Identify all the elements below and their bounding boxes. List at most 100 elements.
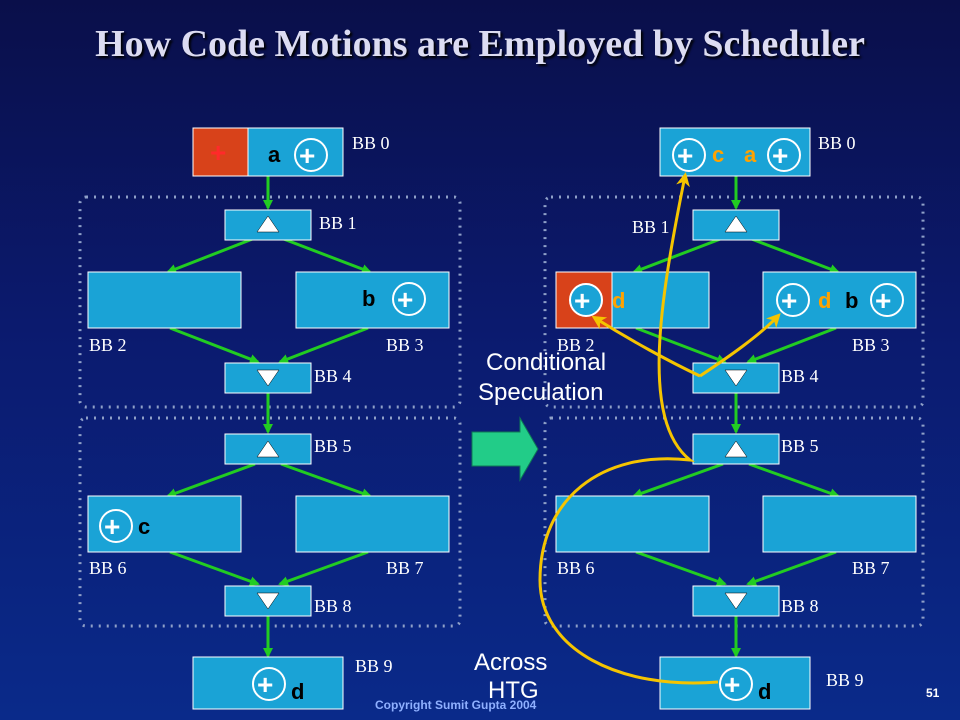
left-plus-b-icon (392, 282, 426, 316)
edge-l-7-8 (278, 550, 369, 586)
right-bb6-block (555, 495, 710, 553)
svg-text:+: + (257, 669, 273, 700)
left-plus-c-icon (99, 509, 133, 543)
right-bb2-label: BB 2 (557, 335, 595, 355)
annot-conditional: Conditional (486, 349, 606, 376)
right-bb1-if-icon (724, 215, 748, 233)
edge-l-5-6 (166, 462, 256, 498)
annot-speculation: Speculation (478, 379, 603, 406)
left-bb6-label: BB 6 (89, 558, 127, 578)
svg-text:+: + (677, 140, 693, 171)
right-bb4-join-icon (724, 369, 748, 387)
left-plus-a-icon (294, 138, 328, 172)
svg-text:+: + (772, 140, 788, 171)
edge-l-1-2 (166, 236, 256, 274)
annot-across: Across (474, 649, 547, 676)
left-bb8-join-icon (256, 592, 280, 610)
left-bb7-label: BB 7 (386, 558, 424, 578)
right-plus-d3-icon (776, 283, 810, 317)
right-var-a: a (744, 142, 757, 167)
left-bb4-block (224, 362, 312, 394)
right-bb3-label: BB 3 (852, 335, 890, 355)
right-region-upper (543, 195, 925, 409)
left-bb0-label: BB 0 (352, 133, 390, 153)
left-bb1-if-icon (256, 215, 280, 233)
right-region-lower (543, 416, 925, 628)
svg-text:+: + (724, 669, 740, 700)
svg-text:+: + (781, 285, 797, 316)
svg-text:+: + (397, 284, 413, 315)
left-region-lower (78, 416, 462, 628)
right-var-c: c (712, 142, 724, 167)
left-bb5-if-icon (256, 440, 280, 458)
page-title: How Code Motions are Employed by Schedul… (95, 23, 865, 65)
left-bb7-block (295, 495, 450, 553)
left-var-c: c (138, 514, 150, 539)
edge-r-6-8 (635, 550, 727, 586)
right-graph: + c a + BB 0 BB 1 + d BB 2 + d b + BB 3 … (543, 127, 925, 710)
edge-r-1-3 (748, 236, 840, 274)
right-bb9-label: BB 9 (826, 670, 864, 690)
right-var-d3: d (818, 288, 831, 313)
left-bb2-block (87, 271, 242, 329)
right-plus-d9-icon (719, 667, 753, 701)
edge-l-6-8 (169, 550, 260, 586)
svg-text:+: + (299, 140, 315, 171)
left-bb1-label: BB 1 (319, 213, 357, 233)
left-bb4-label: BB 4 (314, 366, 352, 386)
edge-r-7-8 (746, 550, 837, 586)
right-plus-d2-icon (569, 283, 603, 317)
right-bb5-label: BB 5 (781, 436, 819, 456)
edge-r-5-6 (632, 462, 724, 498)
right-var-d2: d (612, 288, 625, 313)
left-region-upper (78, 195, 462, 409)
edge-r-2-4 (635, 326, 727, 364)
left-bb9-label: BB 9 (355, 656, 393, 676)
right-bb1-label: BB 1 (632, 217, 670, 237)
left-bb0-op-cell (192, 127, 249, 177)
left-var-a: a (268, 142, 281, 167)
right-bb7-block (762, 495, 917, 553)
speculation-arrow-bb2 (591, 315, 701, 378)
edge-r-1-2 (632, 236, 724, 274)
right-bb0-label: BB 0 (818, 133, 856, 153)
right-plus-b-icon (870, 283, 904, 317)
right-plus-c-icon (672, 138, 706, 172)
edge-l-1-3 (280, 236, 372, 274)
svg-text:+: + (875, 285, 891, 316)
right-bb7-label: BB 7 (852, 558, 890, 578)
speculation-arrow-bb3 (699, 313, 781, 378)
right-plus-a-icon (767, 138, 801, 172)
left-bb3-block (295, 271, 450, 329)
right-var-d9: d (758, 679, 771, 704)
right-bb8-label: BB 8 (781, 596, 819, 616)
right-bb4-label: BB 4 (781, 366, 819, 386)
right-bb8-join-icon (724, 592, 748, 610)
copyright-footer: Copyright Sumit Gupta 2004 (375, 698, 537, 712)
left-plus-d-icon (252, 667, 286, 701)
left-var-d: d (291, 679, 304, 704)
left-bb4-join-icon (256, 369, 280, 387)
left-bb2-label: BB 2 (89, 335, 127, 355)
left-bb0-op: + (210, 137, 226, 168)
across-htg-arrow (538, 172, 719, 685)
annot-htg: HTG (488, 677, 539, 704)
edge-l-5-7 (280, 462, 372, 498)
edge-l-2-4 (169, 326, 260, 364)
left-graph: + a + BB 0 BB 1 BB 2 b + BB 3 BB 4 BB 5 … (78, 127, 462, 710)
edge-r-3-4 (746, 326, 837, 364)
svg-text:+: + (574, 285, 590, 316)
edge-r-5-7 (748, 462, 840, 498)
page-number: 51 (926, 686, 940, 700)
left-bb3-label: BB 3 (386, 335, 424, 355)
right-bb6-label: BB 6 (557, 558, 595, 578)
edge-l-3-4 (278, 326, 369, 364)
left-bb8-label: BB 8 (314, 596, 352, 616)
right-bb5-if-icon (724, 440, 748, 458)
transform-arrow-icon (471, 416, 539, 482)
left-bb5-label: BB 5 (314, 436, 352, 456)
right-var-b: b (845, 288, 858, 313)
left-var-b: b (362, 286, 375, 311)
svg-text:+: + (104, 511, 120, 542)
